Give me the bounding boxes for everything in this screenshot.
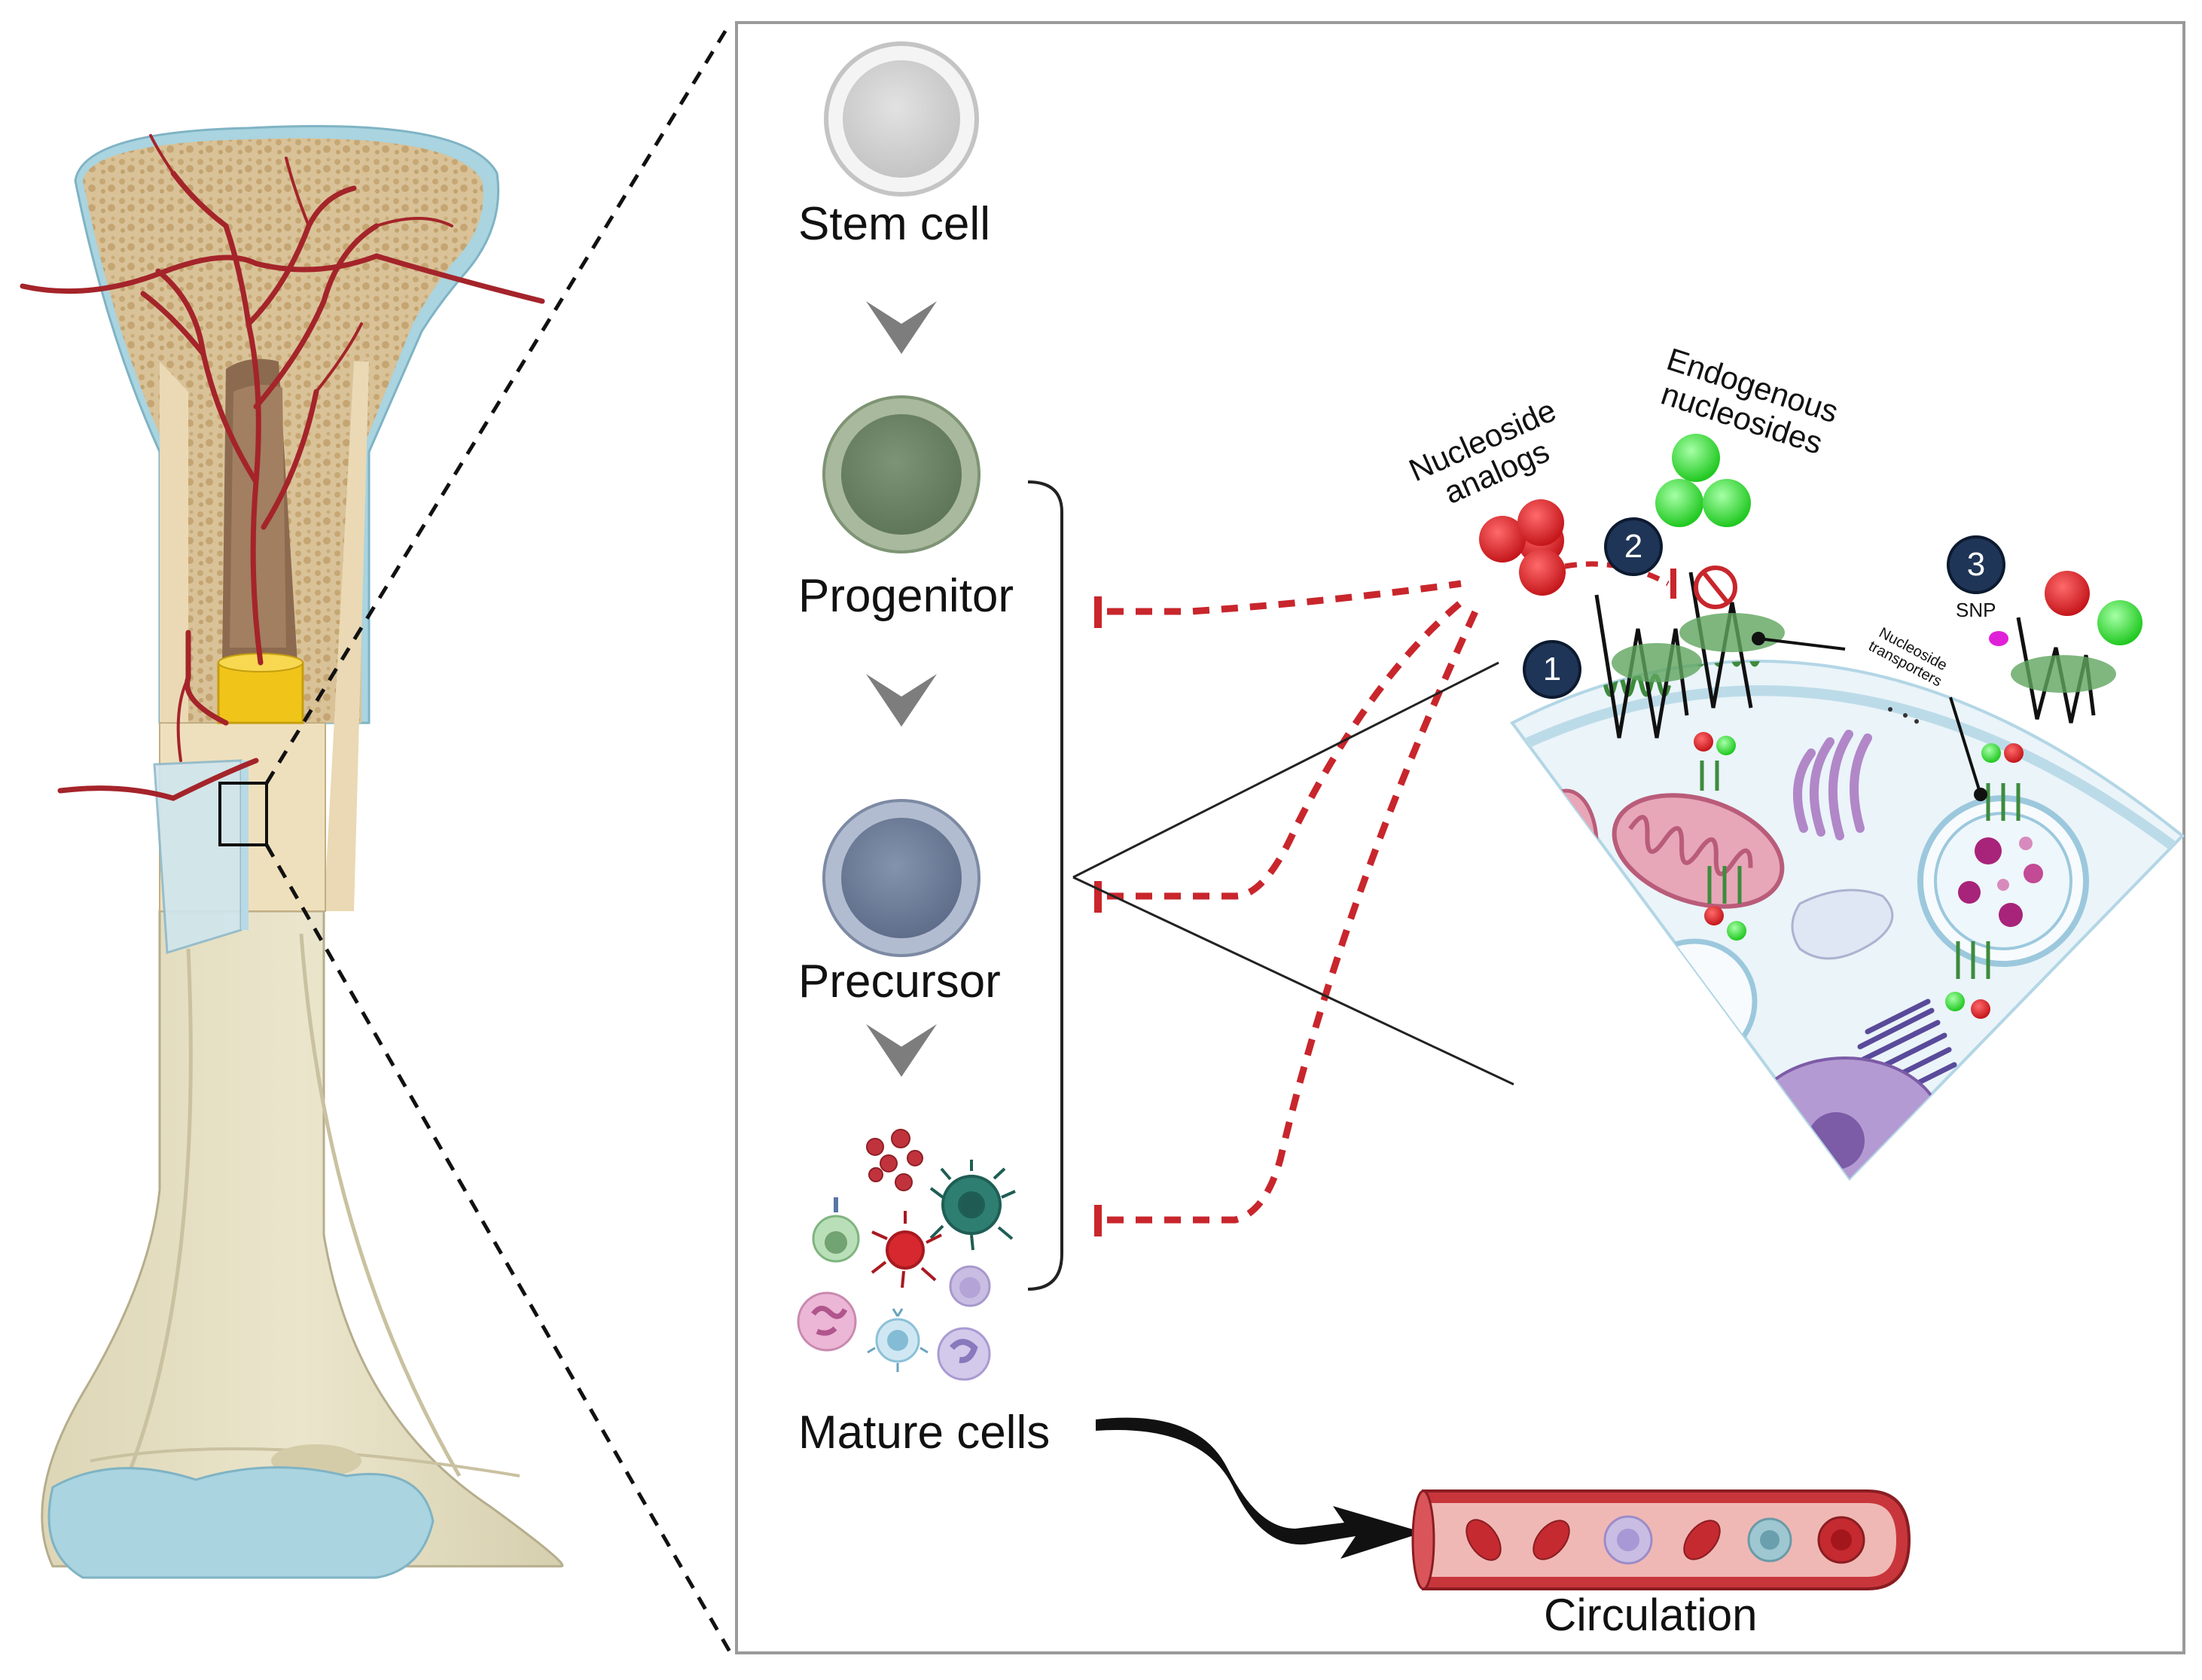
label-progenitor: Progenitor <box>798 570 1014 622</box>
progenitor-cell <box>822 395 981 553</box>
golgi-apparatus <box>1793 730 1872 840</box>
transporter-pointers <box>1752 632 1987 801</box>
mature-cells-cluster <box>797 1129 1016 1381</box>
monocyte-cell <box>812 1197 860 1263</box>
cell-stage-bracket <box>1027 480 1063 1291</box>
label-circulation: Circulation <box>1544 1590 1758 1640</box>
step-badge-3: 3 <box>1947 535 2005 594</box>
neutrophil <box>797 1291 857 1352</box>
rbc-cells <box>1465 1519 1721 1561</box>
zoom-lines <box>264 21 733 1654</box>
flow-arrow <box>1096 1417 1423 1559</box>
nucleoside-analogs-group <box>1479 499 1566 596</box>
label-stem-cell: Stem cell <box>798 198 990 250</box>
step-badge-1: 1 <box>1523 640 1581 699</box>
blocked-transport-symbol <box>1694 566 1737 609</box>
intracellular-nucleosides <box>1694 707 2024 1019</box>
step-badge-2: 2 <box>1604 517 1663 576</box>
vesicle <box>1791 889 1894 960</box>
long-bone-illustration <box>20 125 564 1579</box>
snp-nucleosides-group <box>2045 571 2143 645</box>
arrow-chevron-1 <box>866 301 937 354</box>
label-snp: SNP <box>1956 599 1996 621</box>
zoom-region-marker <box>218 782 268 846</box>
dendritic-cell-teal <box>929 1160 1016 1251</box>
blood-vessel <box>1411 1489 1911 1590</box>
precursor-cell <box>822 799 981 957</box>
eosinophil <box>937 1327 991 1381</box>
endogenous-nucleosides-group <box>1655 434 1751 527</box>
label-mature-cells: Mature cells <box>798 1407 1051 1459</box>
dendritic-cell-red <box>871 1211 942 1288</box>
cell-zoom-lines <box>1072 661 1514 1086</box>
basophil <box>867 1308 929 1372</box>
arrow-chevron-2 <box>866 674 937 727</box>
snp-marker <box>1989 631 2008 646</box>
stem-cell <box>824 41 979 197</box>
lysosome-right <box>1917 795 2089 967</box>
transporter-proteins <box>1612 613 2116 693</box>
label-precursor: Precursor <box>798 956 1001 1008</box>
arrow-chevron-3 <box>866 1024 937 1077</box>
